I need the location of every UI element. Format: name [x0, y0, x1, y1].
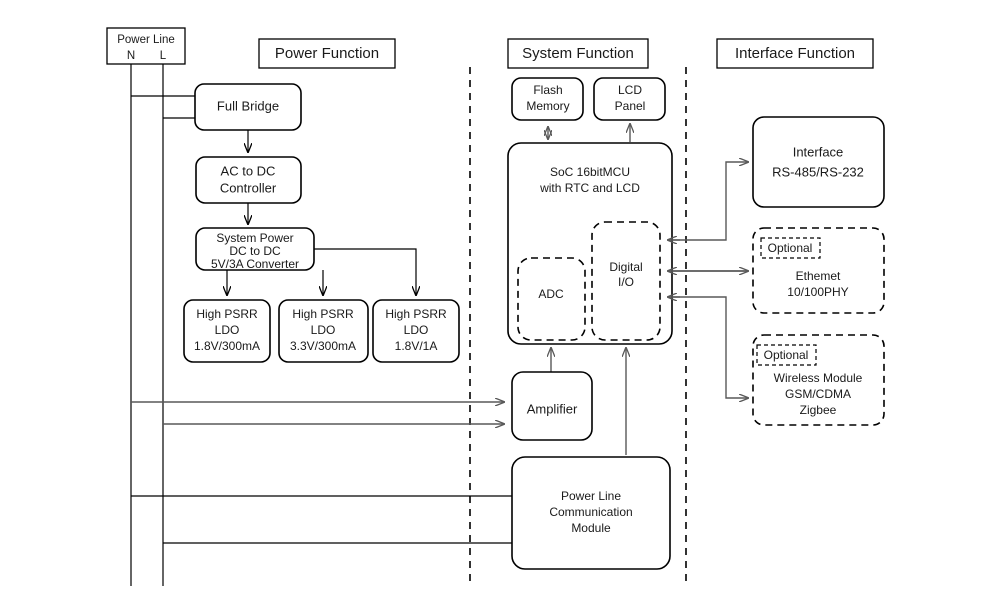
section-header-power: Power Function [258, 38, 396, 69]
block-plc-line-2: Module [571, 521, 611, 535]
block-ldo2-line-0: High PSRR [292, 307, 354, 321]
block-flash-line-1: Memory [526, 99, 569, 113]
power-line-bus [130, 63, 512, 586]
block-ldo1-line-1: LDO [215, 323, 240, 337]
block-wireless-badge: Optional [764, 348, 809, 362]
block-system-power[interactable]: System Power DC to DC 5V/3A Converter [195, 227, 315, 271]
block-ldo-1v8-1a[interactable]: High PSRR LDO 1.8V/1A [372, 299, 460, 363]
block-ldo2-line-2: 3.3V/300mA [290, 339, 356, 353]
block-ldo-3v3-300ma[interactable]: High PSRR LDO 3.3V/300mA [278, 299, 369, 363]
block-ethernet-badge: Optional [768, 241, 813, 255]
section-header-power-label: Power Function [275, 45, 379, 62]
block-ldo1-line-0: High PSRR [196, 307, 258, 321]
block-amplifier-line-0: Amplifier [527, 401, 578, 416]
block-syspower-line-1: DC to DC [229, 244, 281, 258]
block-acdc-line-1: Controller [220, 180, 277, 195]
block-adc[interactable]: ADC [517, 257, 586, 341]
block-plc-line-1: Communication [549, 505, 632, 519]
block-wireless-line-0: Wireless Module [774, 371, 863, 385]
block-interface-rs485-rs232[interactable]: Interface RS-485/RS-232 [752, 116, 885, 208]
block-plc-line-0: Power Line [561, 489, 621, 503]
block-flash-line-0: Flash [533, 83, 562, 97]
block-ethernet-line-0: Ethemet [796, 269, 841, 283]
section-header-interface-label: Interface Function [735, 45, 855, 62]
power-line-terminal-n: N [127, 50, 135, 62]
section-header-system-label: System Function [522, 45, 634, 62]
block-ldo-1v8-300ma[interactable]: High PSRR LDO 1.8V/300mA [183, 299, 271, 363]
block-wireless-module[interactable]: Optional Wireless Module GSM/CDMA Zigbee [752, 334, 885, 426]
block-amplifier[interactable]: Amplifier [511, 371, 593, 441]
block-acdc-line-0: AC to DC [221, 163, 276, 178]
block-ldo3-line-1: LDO [404, 323, 429, 337]
block-ethernet-line-1: 10/100PHY [787, 285, 848, 299]
power-line-title: Power Line [117, 34, 175, 46]
block-ldo3-line-2: 1.8V/1A [395, 339, 438, 353]
block-interface-line-0: Interface [793, 144, 844, 159]
block-ldo2-line-1: LDO [311, 323, 336, 337]
power-line-terminal-l: L [160, 50, 167, 62]
block-full-bridge-line-0: Full Bridge [217, 98, 279, 113]
block-syspower-line-2: 5V/3A Converter [211, 257, 299, 271]
block-soc-line-0: SoC 16bitMCU [550, 165, 630, 179]
block-ethernet-phy[interactable]: Optional Ethemet 10/100PHY [752, 227, 885, 314]
power-line-box: Power Line N L [106, 27, 186, 65]
block-syspower-line-0: System Power [216, 231, 293, 245]
block-lcd-line-1: Panel [615, 99, 646, 113]
wires-syspower-fanout [227, 248, 416, 295]
block-digital-io[interactable]: Digital I/O [591, 221, 661, 341]
block-soc-mcu[interactable]: SoC 16bitMCU with RTC and LCD [507, 142, 673, 345]
block-plc-module[interactable]: Power Line Communication Module [511, 456, 671, 570]
section-header-system: System Function [507, 38, 649, 69]
block-full-bridge[interactable]: Full Bridge [194, 83, 302, 131]
block-ac-to-dc-controller[interactable]: AC to DC Controller [195, 156, 302, 204]
block-ldo1-line-2: 1.8V/300mA [194, 339, 260, 353]
block-interface-line-1: RS-485/RS-232 [772, 164, 864, 179]
block-soc-line-1: with RTC and LCD [539, 181, 640, 195]
block-lcd-panel[interactable]: LCD Panel [593, 77, 666, 121]
wires-interface-links [668, 162, 748, 398]
block-lcd-line-0: LCD [618, 83, 642, 97]
block-adc-line-0: ADC [538, 287, 564, 301]
block-ldo3-line-0: High PSRR [385, 307, 447, 321]
block-flash-memory[interactable]: Flash Memory [511, 77, 584, 121]
section-header-interface: Interface Function [716, 38, 874, 69]
block-wireless-line-2: Zigbee [800, 403, 837, 417]
block-digitalio-line-0: Digital [609, 260, 642, 274]
block-wireless-line-1: GSM/CDMA [785, 387, 851, 401]
block-digitalio-line-1: I/O [618, 275, 634, 289]
